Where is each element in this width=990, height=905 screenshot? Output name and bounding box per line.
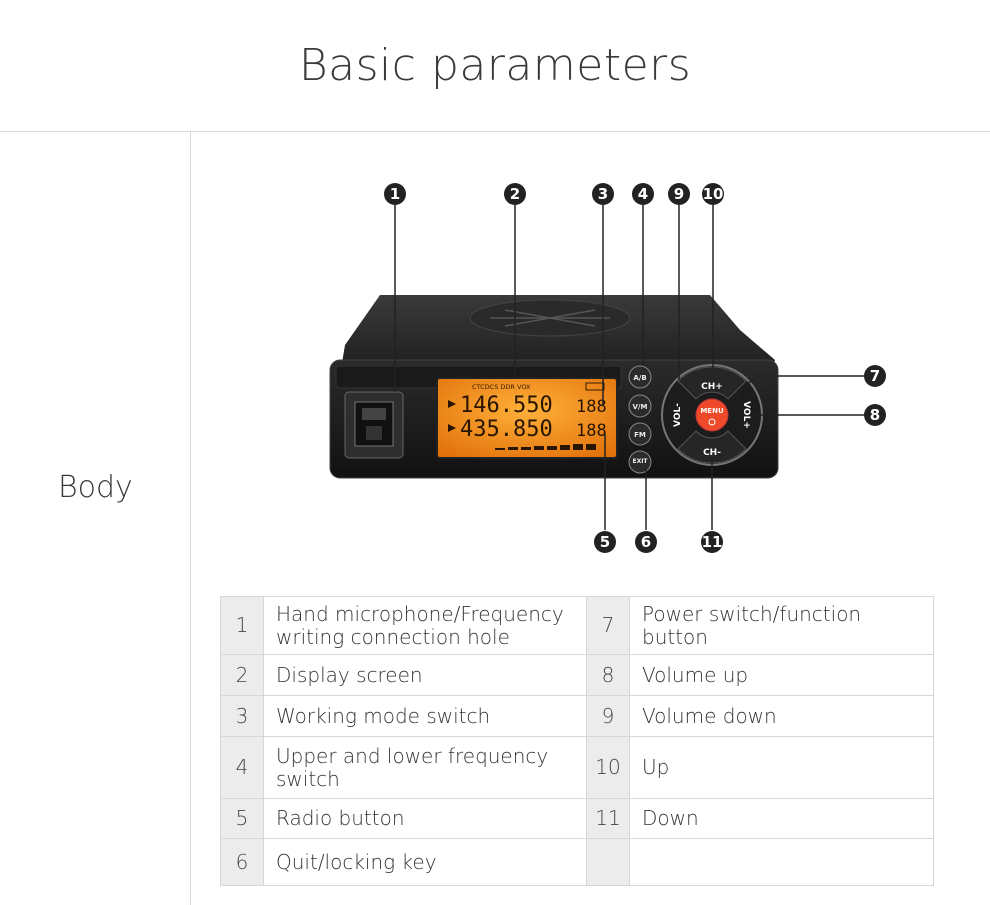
table-row: 4 Upper and lower frequency switch 10 Up: [220, 736, 934, 799]
display-screen: [436, 377, 618, 459]
item-number: 10: [586, 736, 630, 799]
table-row: 2 Display screen 8 Volume up: [220, 654, 934, 696]
lcd-channel-lower: 188: [576, 421, 607, 441]
item-number: 4: [220, 736, 264, 799]
item-description: Upper and lower frequency switch: [263, 736, 587, 799]
item-number: [586, 838, 630, 886]
svg-text:A/B: A/B: [633, 374, 646, 382]
item-description: Hand microphone/Frequency writing connec…: [263, 596, 587, 655]
callout-2: [504, 183, 526, 205]
lcd-freq-lower: 435.850: [460, 417, 553, 442]
callout-10: [702, 183, 724, 205]
item-description: [629, 838, 934, 886]
item-number: 8: [586, 654, 630, 696]
vol-up-label: VOL+: [741, 401, 751, 429]
vm-button[interactable]: [628, 394, 652, 418]
table-row: 6 Quit/locking key: [220, 838, 934, 886]
svg-text:11: 11: [702, 533, 723, 551]
item-description: Working mode switch: [263, 695, 587, 737]
ch-down-button[interactable]: [677, 430, 747, 464]
item-description: Display screen: [263, 654, 587, 696]
item-description: Power switch/function button: [629, 596, 934, 655]
lcd-status-line: CTCDCS DDR VOX: [472, 383, 531, 391]
item-number: 7: [586, 596, 630, 655]
vol-down-label: VOL-: [673, 403, 683, 427]
section-divider: [190, 132, 191, 905]
svg-text:EXIT: EXIT: [632, 458, 648, 465]
item-description: Down: [629, 798, 934, 839]
callout-5: [594, 531, 616, 553]
item-number: 9: [586, 695, 630, 737]
section-label: Body: [58, 470, 133, 505]
parameter-table: 1 Hand microphone/Frequency writing conn…: [220, 596, 934, 886]
table-row: 1 Hand microphone/Frequency writing conn…: [220, 596, 934, 655]
item-description: Volume up: [629, 654, 934, 696]
table-row: 5 Radio button 11 Down: [220, 798, 934, 839]
ch-up-button[interactable]: [677, 366, 747, 400]
ab-button[interactable]: [628, 365, 652, 389]
svg-text:4: 4: [638, 185, 648, 203]
callout-3: [592, 183, 614, 205]
svg-text:CH-: CH-: [703, 448, 721, 458]
menu-power-button[interactable]: [695, 398, 729, 432]
svg-text:7: 7: [870, 367, 880, 385]
svg-text:8: 8: [870, 406, 880, 424]
svg-text:V/M: V/M: [633, 403, 648, 411]
svg-text:3: 3: [598, 185, 608, 203]
svg-text:6: 6: [641, 533, 651, 551]
svg-text:2: 2: [510, 185, 520, 203]
exit-button[interactable]: [628, 450, 652, 474]
item-description: Radio button: [263, 798, 587, 839]
svg-text:FM: FM: [634, 431, 646, 439]
item-number: 1: [220, 596, 264, 655]
callout-8: [864, 404, 886, 426]
table-row: 3 Working mode switch 9 Volume down: [220, 695, 934, 737]
callout-6: [635, 531, 657, 553]
svg-text:MENU: MENU: [700, 407, 724, 415]
item-number: 3: [220, 695, 264, 737]
callout-9: [668, 183, 690, 205]
item-description: Up: [629, 736, 934, 799]
power-icon: [708, 418, 716, 426]
lcd-channel-upper: 188: [576, 397, 607, 417]
svg-text:CH+: CH+: [701, 382, 723, 392]
radio-device-illustration: CTCDCS DDR VOX 146.550 188 435.850 188 A…: [329, 183, 886, 553]
svg-text:10: 10: [703, 185, 724, 203]
item-description: Volume down: [629, 695, 934, 737]
item-number: 5: [220, 798, 264, 839]
callout-4: [632, 183, 654, 205]
lcd-signal-bar: [495, 444, 596, 450]
item-number: 6: [220, 838, 264, 886]
page-title: Basic parameters: [298, 40, 692, 91]
callout-1: [384, 183, 406, 205]
svg-text:1: 1: [390, 185, 400, 203]
header-divider: [0, 131, 990, 132]
item-description: Quit/locking key: [263, 838, 587, 886]
callout-7: [864, 365, 886, 387]
item-number: 11: [586, 798, 630, 839]
item-number: 2: [220, 654, 264, 696]
svg-text:5: 5: [600, 533, 610, 551]
callout-11: [701, 531, 723, 553]
fm-button[interactable]: [628, 422, 652, 446]
lcd-freq-upper: 146.550: [460, 393, 553, 418]
svg-text:9: 9: [674, 185, 684, 203]
